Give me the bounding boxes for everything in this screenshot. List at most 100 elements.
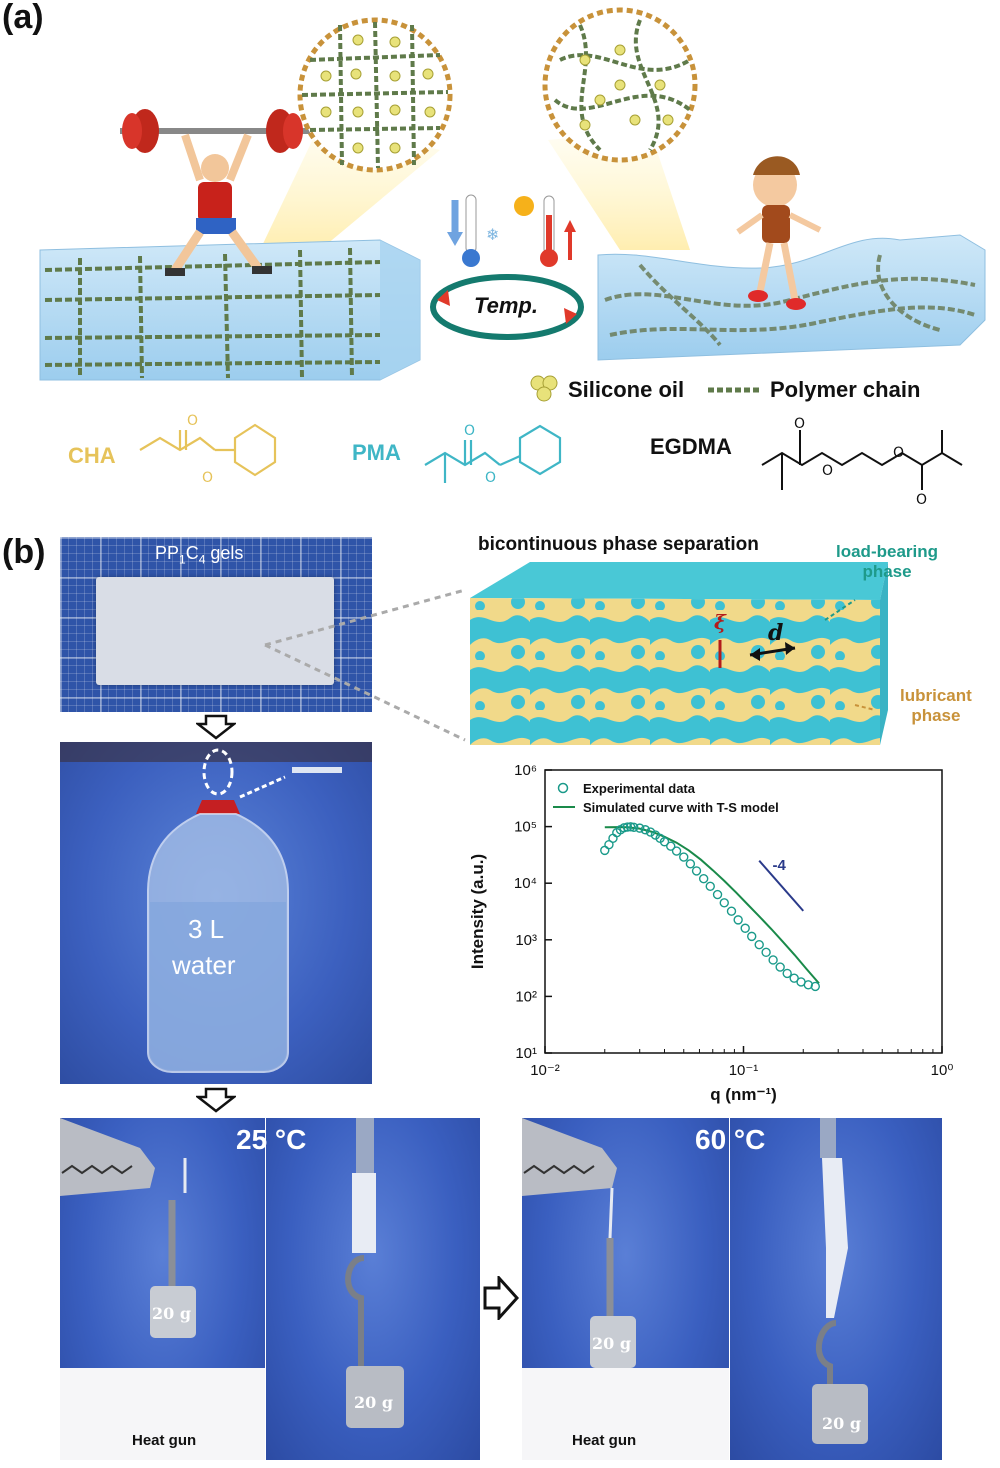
data-point xyxy=(629,822,639,833)
y-tick-label: 10⁵ xyxy=(514,819,537,836)
legend-label-simulated: Simulated curve with T-S model xyxy=(583,800,779,815)
temp-25-label: 25 °C xyxy=(236,1124,307,1155)
monomer-egdma-label: EGDMA xyxy=(650,434,732,459)
gel-block-left xyxy=(39,239,421,381)
heat-gun-label: Heat gun xyxy=(572,1432,637,1449)
y-axis-label: Intensity (a.u.) xyxy=(468,854,487,969)
egdma-o4: O xyxy=(916,492,927,508)
data-point xyxy=(775,962,785,972)
zoom-circle-right xyxy=(542,7,698,163)
data-point xyxy=(659,837,670,847)
bottle-photo: 3 L water xyxy=(60,742,372,1084)
photo-25-hanging: 20 g xyxy=(266,1118,480,1460)
temp-60-label: 60 °C xyxy=(695,1124,766,1155)
egdma-o1: O xyxy=(794,416,805,432)
data-point xyxy=(747,931,757,942)
bottle-volume: 3 L xyxy=(188,914,225,944)
zoom-connector-lines xyxy=(264,588,466,742)
weight-label: 20 g xyxy=(592,1334,632,1353)
egdma-o3: O xyxy=(893,445,904,461)
panel-a-label: (a) xyxy=(2,0,44,36)
data-point xyxy=(698,874,709,884)
weightlifter-figure xyxy=(120,109,310,276)
xi-symbol: ξ xyxy=(714,610,726,634)
data-point xyxy=(691,866,702,876)
pma-ester-o: O xyxy=(485,470,496,486)
egdma-structure xyxy=(761,430,963,490)
photo-60-clamp: 20 g Heat gun xyxy=(522,1118,729,1460)
slope-line xyxy=(758,860,805,912)
x-tick-label: 10⁻¹ xyxy=(729,1062,759,1079)
cha-carbonyl-o: O xyxy=(187,413,198,429)
cha-ester-o: O xyxy=(202,470,213,486)
data-point xyxy=(761,947,771,958)
y-tick-label: 10¹ xyxy=(515,1045,537,1062)
data-point xyxy=(640,825,650,835)
data-point xyxy=(600,845,610,856)
bottle-liquid: water xyxy=(172,950,236,980)
hanging-weight-illustration xyxy=(812,1118,868,1444)
pma-carbonyl-o: O xyxy=(464,423,475,439)
data-point xyxy=(810,981,821,992)
data-point xyxy=(679,852,689,862)
thermometer-hot-icon xyxy=(514,195,576,267)
phase-separation-block xyxy=(470,562,888,745)
silicone-oil-icon xyxy=(530,375,558,402)
heat-gun-label: Heat gun xyxy=(132,1432,197,1449)
data-point xyxy=(608,833,618,844)
y-tick-label: 10³ xyxy=(515,932,537,949)
data-point xyxy=(803,980,813,990)
temperature-cycle-icon xyxy=(430,274,584,340)
zoom-circle-left xyxy=(297,17,453,173)
photo-60-hanging: 20 g xyxy=(730,1118,942,1460)
x-tick-label: 10⁰ xyxy=(931,1062,954,1079)
data-point xyxy=(645,827,656,837)
series-simulated-line xyxy=(604,826,820,985)
data-point xyxy=(789,973,799,983)
weight-label: 20 g xyxy=(354,1393,394,1412)
bottle-illustration xyxy=(60,742,372,1073)
child-figure xyxy=(736,156,822,310)
down-arrow-icon xyxy=(196,714,236,740)
data-point xyxy=(635,823,645,833)
legend-label-experimental: Experimental data xyxy=(583,781,696,796)
data-point xyxy=(733,915,743,925)
panel-b-label: (b) xyxy=(2,533,46,571)
data-point xyxy=(782,968,792,979)
d-symbol: d xyxy=(768,620,784,646)
x-tick-label: 10⁻² xyxy=(530,1062,560,1079)
monomer-pma-label: PMA xyxy=(352,440,401,465)
panel-a-illustration: ❄ xyxy=(39,7,986,508)
hanging-weight-illustration xyxy=(345,1118,404,1428)
egdma-o2: O xyxy=(822,463,833,479)
data-point xyxy=(726,906,737,916)
gel-title: PP1C4 gels xyxy=(155,543,244,567)
y-tick-label: 10² xyxy=(515,988,537,1005)
x-axis-label: q (nm⁻¹) xyxy=(710,1085,777,1104)
pma-structure xyxy=(424,424,562,483)
data-point xyxy=(768,955,778,965)
right-arrow-icon xyxy=(483,1276,519,1320)
data-point xyxy=(622,822,633,832)
data-point xyxy=(671,846,682,856)
legend-silicone-oil: Silicone oil xyxy=(568,377,685,402)
weight-label: 20 g xyxy=(822,1414,862,1433)
weight-label: 20 g xyxy=(152,1304,192,1323)
monomer-cha-label: CHA xyxy=(68,443,116,468)
legend-marker-experimental xyxy=(557,782,569,794)
data-point xyxy=(712,889,723,900)
svg-text:❄: ❄ xyxy=(486,225,499,244)
clamp-weight-illustration xyxy=(60,1118,265,1460)
thermometer-cold-icon: ❄ xyxy=(447,194,499,267)
gel-sample xyxy=(96,577,334,685)
data-point xyxy=(719,898,729,908)
clamp-weight-illustration xyxy=(522,1118,729,1460)
data-point xyxy=(740,923,750,933)
data-point xyxy=(705,881,715,892)
y-tick-label: 10⁶ xyxy=(514,762,537,779)
data-point xyxy=(685,859,696,869)
cha-structure xyxy=(139,423,277,477)
